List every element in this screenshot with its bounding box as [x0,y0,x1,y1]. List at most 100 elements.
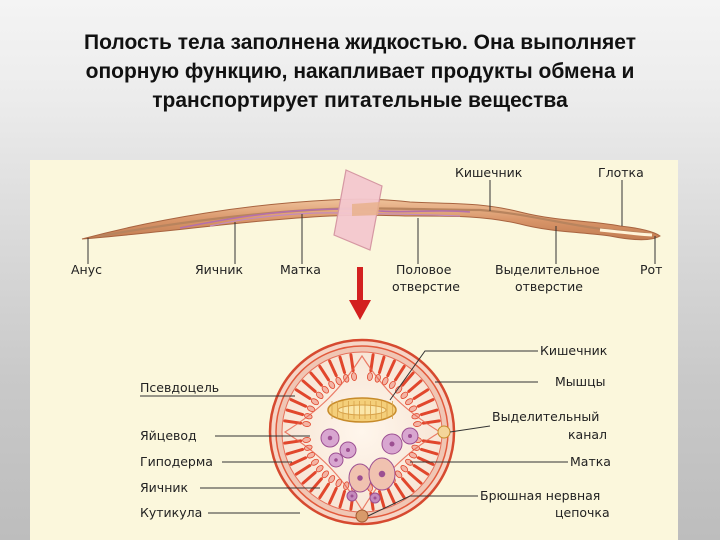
muscle-cell [416,456,435,466]
muscle-cell-body [395,470,403,479]
label-excretory-opening-2: отверстие [515,279,583,294]
muscle-cell [394,364,406,382]
label-ovary-section: Яичник [140,480,188,495]
label-pseudocoel: Псевдоцель [140,380,219,395]
muscle-cell-body [302,421,311,427]
worm-body-front-of-plane [352,202,380,216]
label-nerve-chain-2: цепочка [555,505,610,520]
muscle-cell-body [351,372,357,381]
label-mouth: Рот [640,262,662,277]
gonad-core [357,475,363,481]
excretory-canal [437,425,451,439]
label-excretory-canal-2: канал [568,427,607,442]
muscle-cell [386,486,396,505]
muscle-cell-body [388,380,396,389]
muscle-cell-body [302,437,311,443]
muscle-cell [394,482,406,500]
intestine-cells [331,401,393,419]
muscle-cell [377,355,386,375]
muscle-cells [283,353,441,511]
label-genital-opening-2: отверстие [392,279,460,294]
muscle-cell-body [321,385,329,394]
label-oviduct: Яйцевод [140,428,197,443]
cross-section [268,338,456,526]
slide-title: Полость тела заполнена жидкостью. Она вы… [20,28,700,115]
gonad-core [389,441,395,447]
label-anus: Анус [71,262,102,277]
muscle-cell [412,388,430,400]
roundworm-figure: Кишечник Глотка Анус Яичник Матка Полово… [30,160,678,540]
muscle-cell [377,489,386,509]
muscle-cell [412,464,430,476]
ventral-nerve-chain [355,509,369,523]
gonad-core [378,470,386,478]
gonad-sections [320,427,419,504]
muscle-cell [416,398,435,408]
muscle-cell [349,353,355,373]
muscle-cell-body [315,391,324,399]
muscle-cell [309,477,323,493]
label-genital-opening-1: Половое [396,262,452,277]
muscle-cell-body [328,475,336,484]
intestine-lumen [337,404,387,416]
muscle-cell [289,456,308,466]
muscle-cell [328,486,338,505]
label-uterus-top: Матка [280,262,321,277]
muscle-cell-body [310,398,319,406]
gonad-core [334,458,338,462]
muscle-cell-body [413,421,422,427]
muscle-cell [318,364,330,382]
muscle-cell [386,359,396,378]
down-arrow-icon [349,267,371,320]
gonad-core [350,494,354,498]
label-intestine-section: Кишечник [540,343,608,358]
muscle-cell [318,482,330,500]
muscle-cell [289,398,308,408]
muscle-cell-body [367,372,373,381]
title-line-1: Полость тела заполнена жидкостью. Она вы… [84,31,636,54]
title-line-3: транспортирует питательные вещества [152,89,568,112]
muscle-cell [369,353,375,373]
muscle-cell [407,471,423,485]
label-cuticle: Кутикула [140,505,202,520]
muscle-cell [285,408,305,417]
label-excretory-canal-1: Выделительный [492,409,599,424]
figure-svg: Кишечник Глотка Анус Яичник Матка Полово… [71,165,662,526]
muscle-cell [294,464,312,476]
label-muscles: Мышцы [555,374,605,389]
muscle-cell [301,471,317,485]
muscle-cell [401,371,415,387]
muscle-cell-body [405,458,414,466]
muscle-cell [338,489,347,509]
muscle-cell-body [310,458,319,466]
label-excretory-opening-1: Выделительное [495,262,600,277]
muscle-cell [338,355,347,375]
muscle-cell-body [315,465,324,473]
muscle-cell-body [400,391,409,399]
muscle-cell [419,408,439,417]
label-hypodermis: Гиподерма [140,454,213,469]
muscle-cell [294,388,312,400]
worm-longitudinal: Кишечник Глотка Анус Яичник Матка Полово… [71,165,662,294]
section-pointer-lines [140,350,568,517]
title-line-2: опорную функцию, накапливает продукты об… [85,60,635,83]
muscle-cell [309,371,323,387]
gonad-core [346,448,350,452]
worm-pointer-lines [87,180,656,264]
muscle-cell-body [405,398,414,406]
muscle-cell-body [395,385,403,394]
muscle-cell-body [321,470,329,479]
worm-intestine [99,207,651,238]
gonad-core [408,434,412,438]
muscle-cell [328,359,338,378]
label-ovary-top: Яичник [195,262,243,277]
muscle-cell [407,379,423,393]
label-intestine-top: Кишечник [455,165,523,180]
label-uterus-section: Матка [570,454,611,469]
worm-pharynx [599,228,653,237]
muscle-cell-body [400,465,409,473]
muscle-cell-body [328,380,336,389]
gonad-core [327,435,333,441]
muscle-cell [419,447,439,456]
muscle-cell [285,447,305,456]
